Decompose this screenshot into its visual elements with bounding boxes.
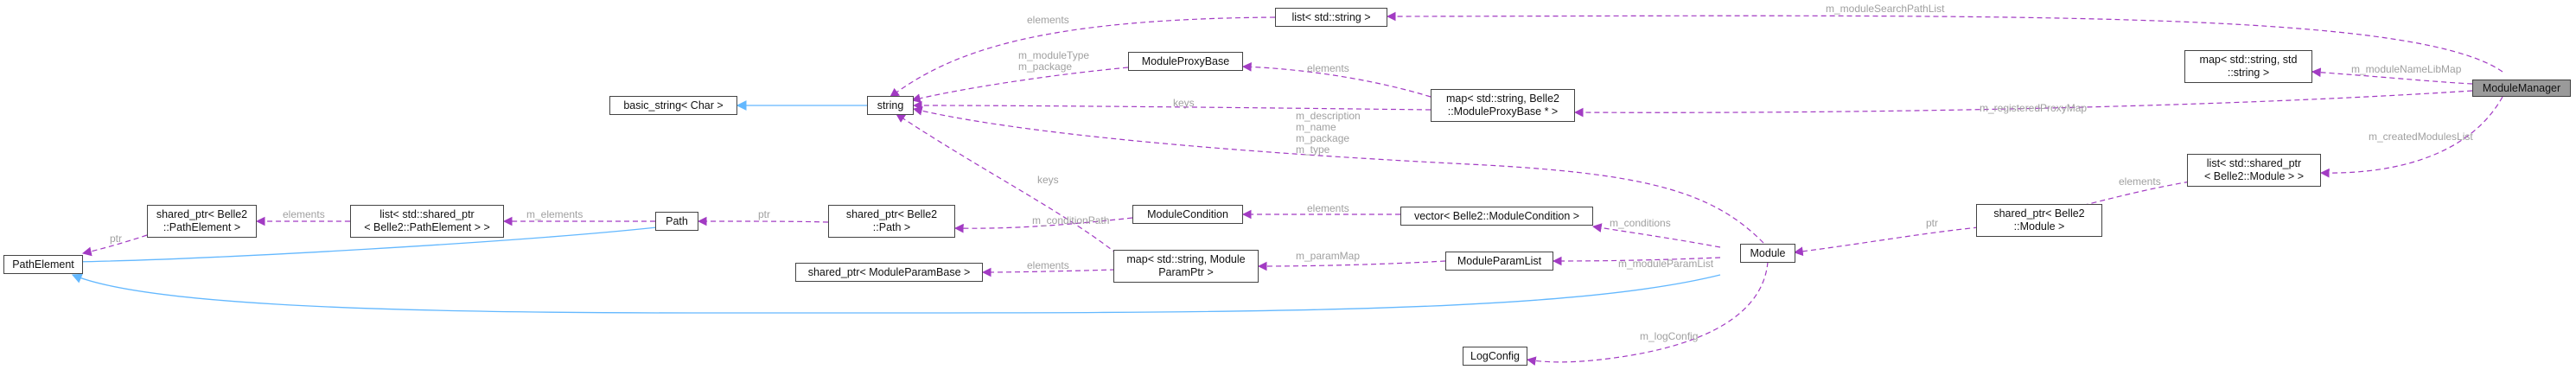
- edge-module-vector-condition: [1591, 223, 1721, 248]
- node-string[interactable]: string: [867, 96, 914, 115]
- label-line: m_description: [1296, 110, 1361, 122]
- edge-shared-path-element-path-element: [81, 234, 148, 257]
- node-basic-string[interactable]: basic_string< Char >: [609, 96, 737, 115]
- label-ptr-path-element: ptr: [110, 233, 122, 245]
- edge-module-param-list: [1552, 256, 1721, 266]
- node-map-proxy[interactable]: map< std::string, Belle2 ::ModuleProxyBa…: [1431, 89, 1575, 122]
- edge-shared-path-path: [697, 216, 829, 226]
- node-shared-path[interactable]: shared_ptr< Belle2 ::Path >: [828, 205, 955, 238]
- node-module-param-list[interactable]: ModuleParamList: [1445, 252, 1553, 271]
- edge-module-search-path-list: [1386, 11, 2503, 73]
- node-module-proxy-base[interactable]: ModuleProxyBase: [1128, 52, 1243, 71]
- label-ptr-path: ptr: [758, 208, 770, 220]
- label-line: m_type: [1296, 143, 1330, 156]
- edge-module-string: [912, 105, 1764, 244]
- edge-created-modules-list: [2319, 96, 2503, 178]
- edge-module-inherits-path-element: [71, 273, 1721, 314]
- label-line: m_package: [1018, 61, 1072, 73]
- label-elements-modules: elements: [2119, 175, 2161, 188]
- label-m-param-map: m_paramMap: [1296, 250, 1360, 262]
- label-elements-param: elements: [1027, 259, 1069, 271]
- node-map-param[interactable]: map< std::string, Module ParamPtr >: [1113, 250, 1259, 283]
- node-map-string-string[interactable]: map< std::string, std ::string >: [2184, 50, 2312, 83]
- label-elements-list-string: elements: [1027, 14, 1069, 26]
- label-m-module-param-list: m_moduleParamList: [1618, 258, 1714, 270]
- label-m-registered-proxy-map: m_registeredProxyMap: [1980, 102, 2087, 114]
- edge-map-param-string-keys: [896, 113, 1125, 260]
- label-m-log-config: m_logConfig: [1640, 330, 1698, 342]
- node-path-element[interactable]: PathElement: [3, 255, 83, 274]
- edge-map-param-shared-param-base: [981, 267, 1116, 277]
- edge-proxy-map-module-proxy-base: [1241, 61, 1431, 98]
- node-shared-path-element[interactable]: shared_ptr< Belle2 ::PathElement >: [147, 205, 257, 238]
- node-path[interactable]: Path: [655, 212, 698, 231]
- label-ptr-module: ptr: [1926, 217, 1938, 229]
- label-m-created-modules-list: m_createdModulesList: [2369, 131, 2473, 143]
- label-elements-conditions: elements: [1307, 202, 1349, 214]
- edge-path-inherits-path-element: [72, 226, 658, 267]
- label-keys-param: keys: [1037, 174, 1059, 186]
- edge-module-condition-shared-path: [953, 217, 1133, 233]
- node-shared-module[interactable]: shared_ptr< Belle2 ::Module >: [1976, 204, 2102, 237]
- edge-module-shared-module: [1793, 226, 1988, 257]
- label-m-elements: m_elements: [526, 208, 583, 220]
- node-module-condition[interactable]: ModuleCondition: [1132, 205, 1243, 224]
- label-line: m_package: [1296, 132, 1349, 144]
- node-list-string[interactable]: list< std::string >: [1275, 8, 1387, 27]
- node-list-shared-path-element[interactable]: list< std::shared_ptr < Belle2::PathElem…: [350, 205, 504, 238]
- node-module-manager[interactable]: ModuleManager: [2472, 80, 2571, 97]
- edge-module-proxy-base-string: [910, 67, 1129, 103]
- label-m-condition-path: m_conditionPath: [1032, 214, 1109, 226]
- edge-registered-proxy-map: [1573, 90, 2473, 118]
- edge-module-name-lib-map: [2311, 67, 2473, 85]
- label-m-conditions: m_conditions: [1610, 217, 1671, 229]
- node-list-shared-module[interactable]: list< std::shared_ptr < Belle2::Module >…: [2187, 154, 2321, 187]
- node-shared-param-base[interactable]: shared_ptr< ModuleParamBase >: [795, 263, 983, 282]
- node-vector-condition[interactable]: vector< Belle2::ModuleCondition >: [1400, 207, 1593, 226]
- label-m-module-name-lib-map: m_moduleNameLibMap: [2351, 63, 2462, 75]
- label-keys-proxy: keys: [1173, 97, 1195, 109]
- node-module[interactable]: Module: [1740, 244, 1795, 263]
- label-line: m_name: [1296, 121, 1336, 133]
- node-log-config[interactable]: LogConfig: [1463, 347, 1527, 366]
- edge-list-string-elements: [889, 16, 1276, 98]
- label-line: m_moduleType: [1018, 49, 1089, 61]
- label-m-module-search-path-list: m_moduleSearchPathList: [1826, 3, 1945, 15]
- edge-proxy-map-string-keys: [912, 100, 1431, 111]
- edge-param-list-map-param: [1257, 260, 1446, 271]
- label-elements-proxy: elements: [1307, 62, 1349, 74]
- edge-module-log-config: [1526, 261, 1769, 366]
- label-elements-path-elements: elements: [283, 208, 325, 220]
